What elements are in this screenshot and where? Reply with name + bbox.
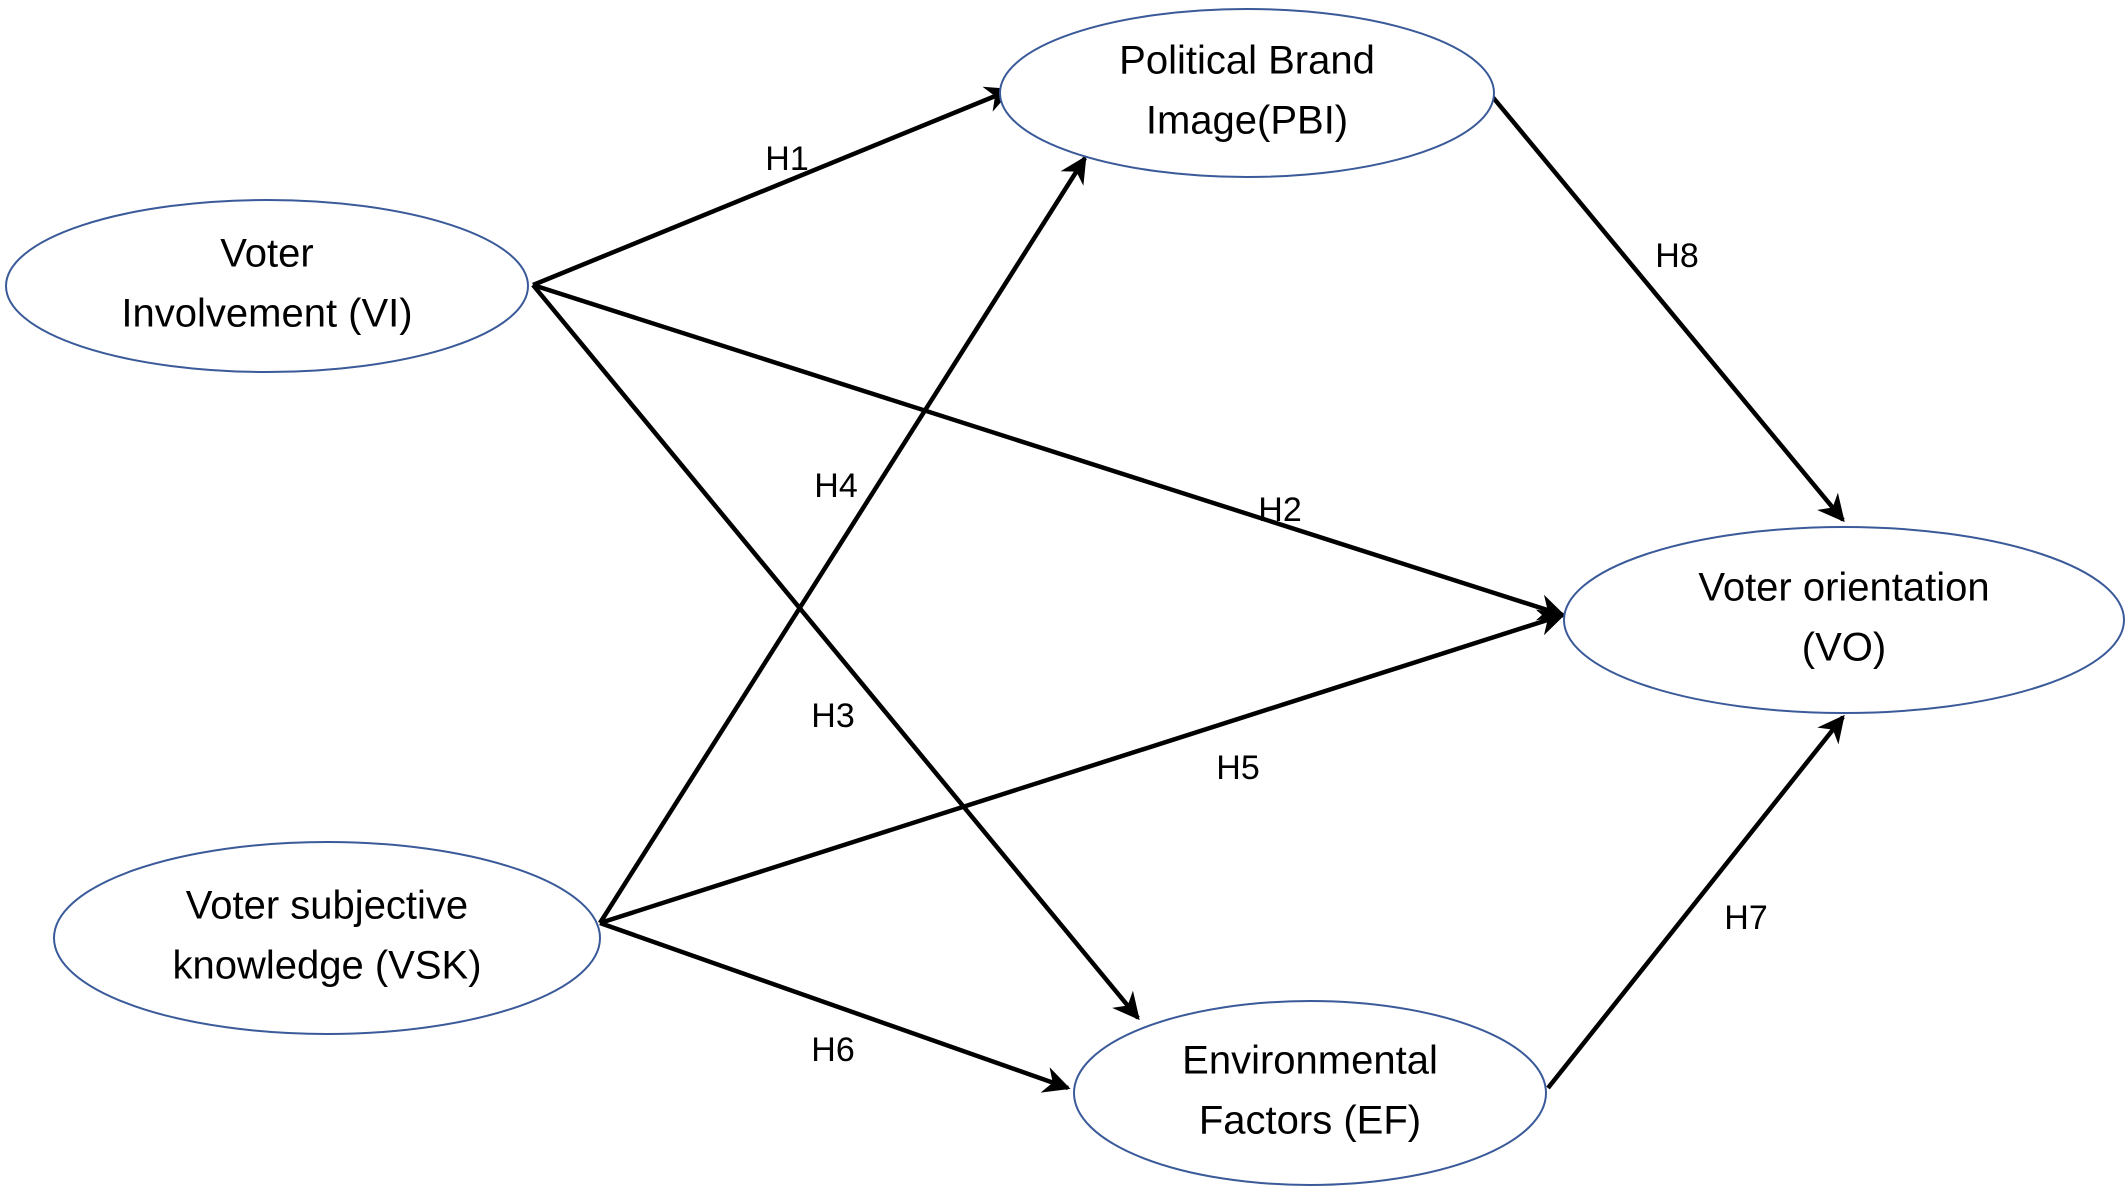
node-pbi-ellipse xyxy=(999,8,1495,178)
edge-h8-arrow xyxy=(1489,93,1845,523)
edge-label-h5: H5 xyxy=(1216,749,1259,787)
edge-label-h4: H4 xyxy=(814,467,857,505)
edge-label-h1: H1 xyxy=(765,140,808,178)
edge-h7-arrow xyxy=(1546,714,1845,1090)
edge-h3-arrow xyxy=(531,283,1140,1021)
node-vo: Voter orientation (VO) xyxy=(1563,526,2125,714)
node-vo-ellipse xyxy=(1563,526,2125,714)
node-vsk-label-line-2: knowledge (VSK) xyxy=(172,944,481,988)
edge-h5-arrow xyxy=(599,609,1566,926)
edges-layer xyxy=(531,86,1845,1093)
edge-label-h3: H3 xyxy=(811,697,854,735)
node-pbi-label-line-2: Image(PBI) xyxy=(1146,99,1348,143)
node-ef-label-line-1: Environmental xyxy=(1182,1039,1438,1083)
node-vi-label-line-2: Involvement (VI) xyxy=(121,292,412,336)
edge-h4-arrow xyxy=(598,155,1087,925)
node-vsk-label-line-1: Voter subjective xyxy=(186,884,468,928)
edge-h1-arrow xyxy=(532,86,1013,288)
node-vsk-ellipse xyxy=(53,841,601,1035)
node-vsk: Voter subjective knowledge (VSK) xyxy=(53,841,601,1035)
node-vi-ellipse xyxy=(5,199,529,373)
edge-label-h8: H8 xyxy=(1655,237,1698,275)
node-pbi-label-line-1: Political Brand xyxy=(1119,39,1375,83)
edge-label-h2: H2 xyxy=(1258,491,1301,529)
node-vi-label-line-1: Voter xyxy=(220,232,313,276)
node-vo-label-line-2: (VO) xyxy=(1802,626,1886,670)
edge-h6-arrow xyxy=(599,920,1071,1093)
node-vo-label-line-1: Voter orientation xyxy=(1698,566,1989,610)
edge-label-h7: H7 xyxy=(1724,899,1767,937)
node-ef-ellipse xyxy=(1073,1000,1547,1186)
edge-label-h6: H6 xyxy=(811,1031,854,1069)
edge-h2-arrow xyxy=(532,282,1566,621)
node-ef-label-line-2: Factors (EF) xyxy=(1199,1099,1421,1143)
